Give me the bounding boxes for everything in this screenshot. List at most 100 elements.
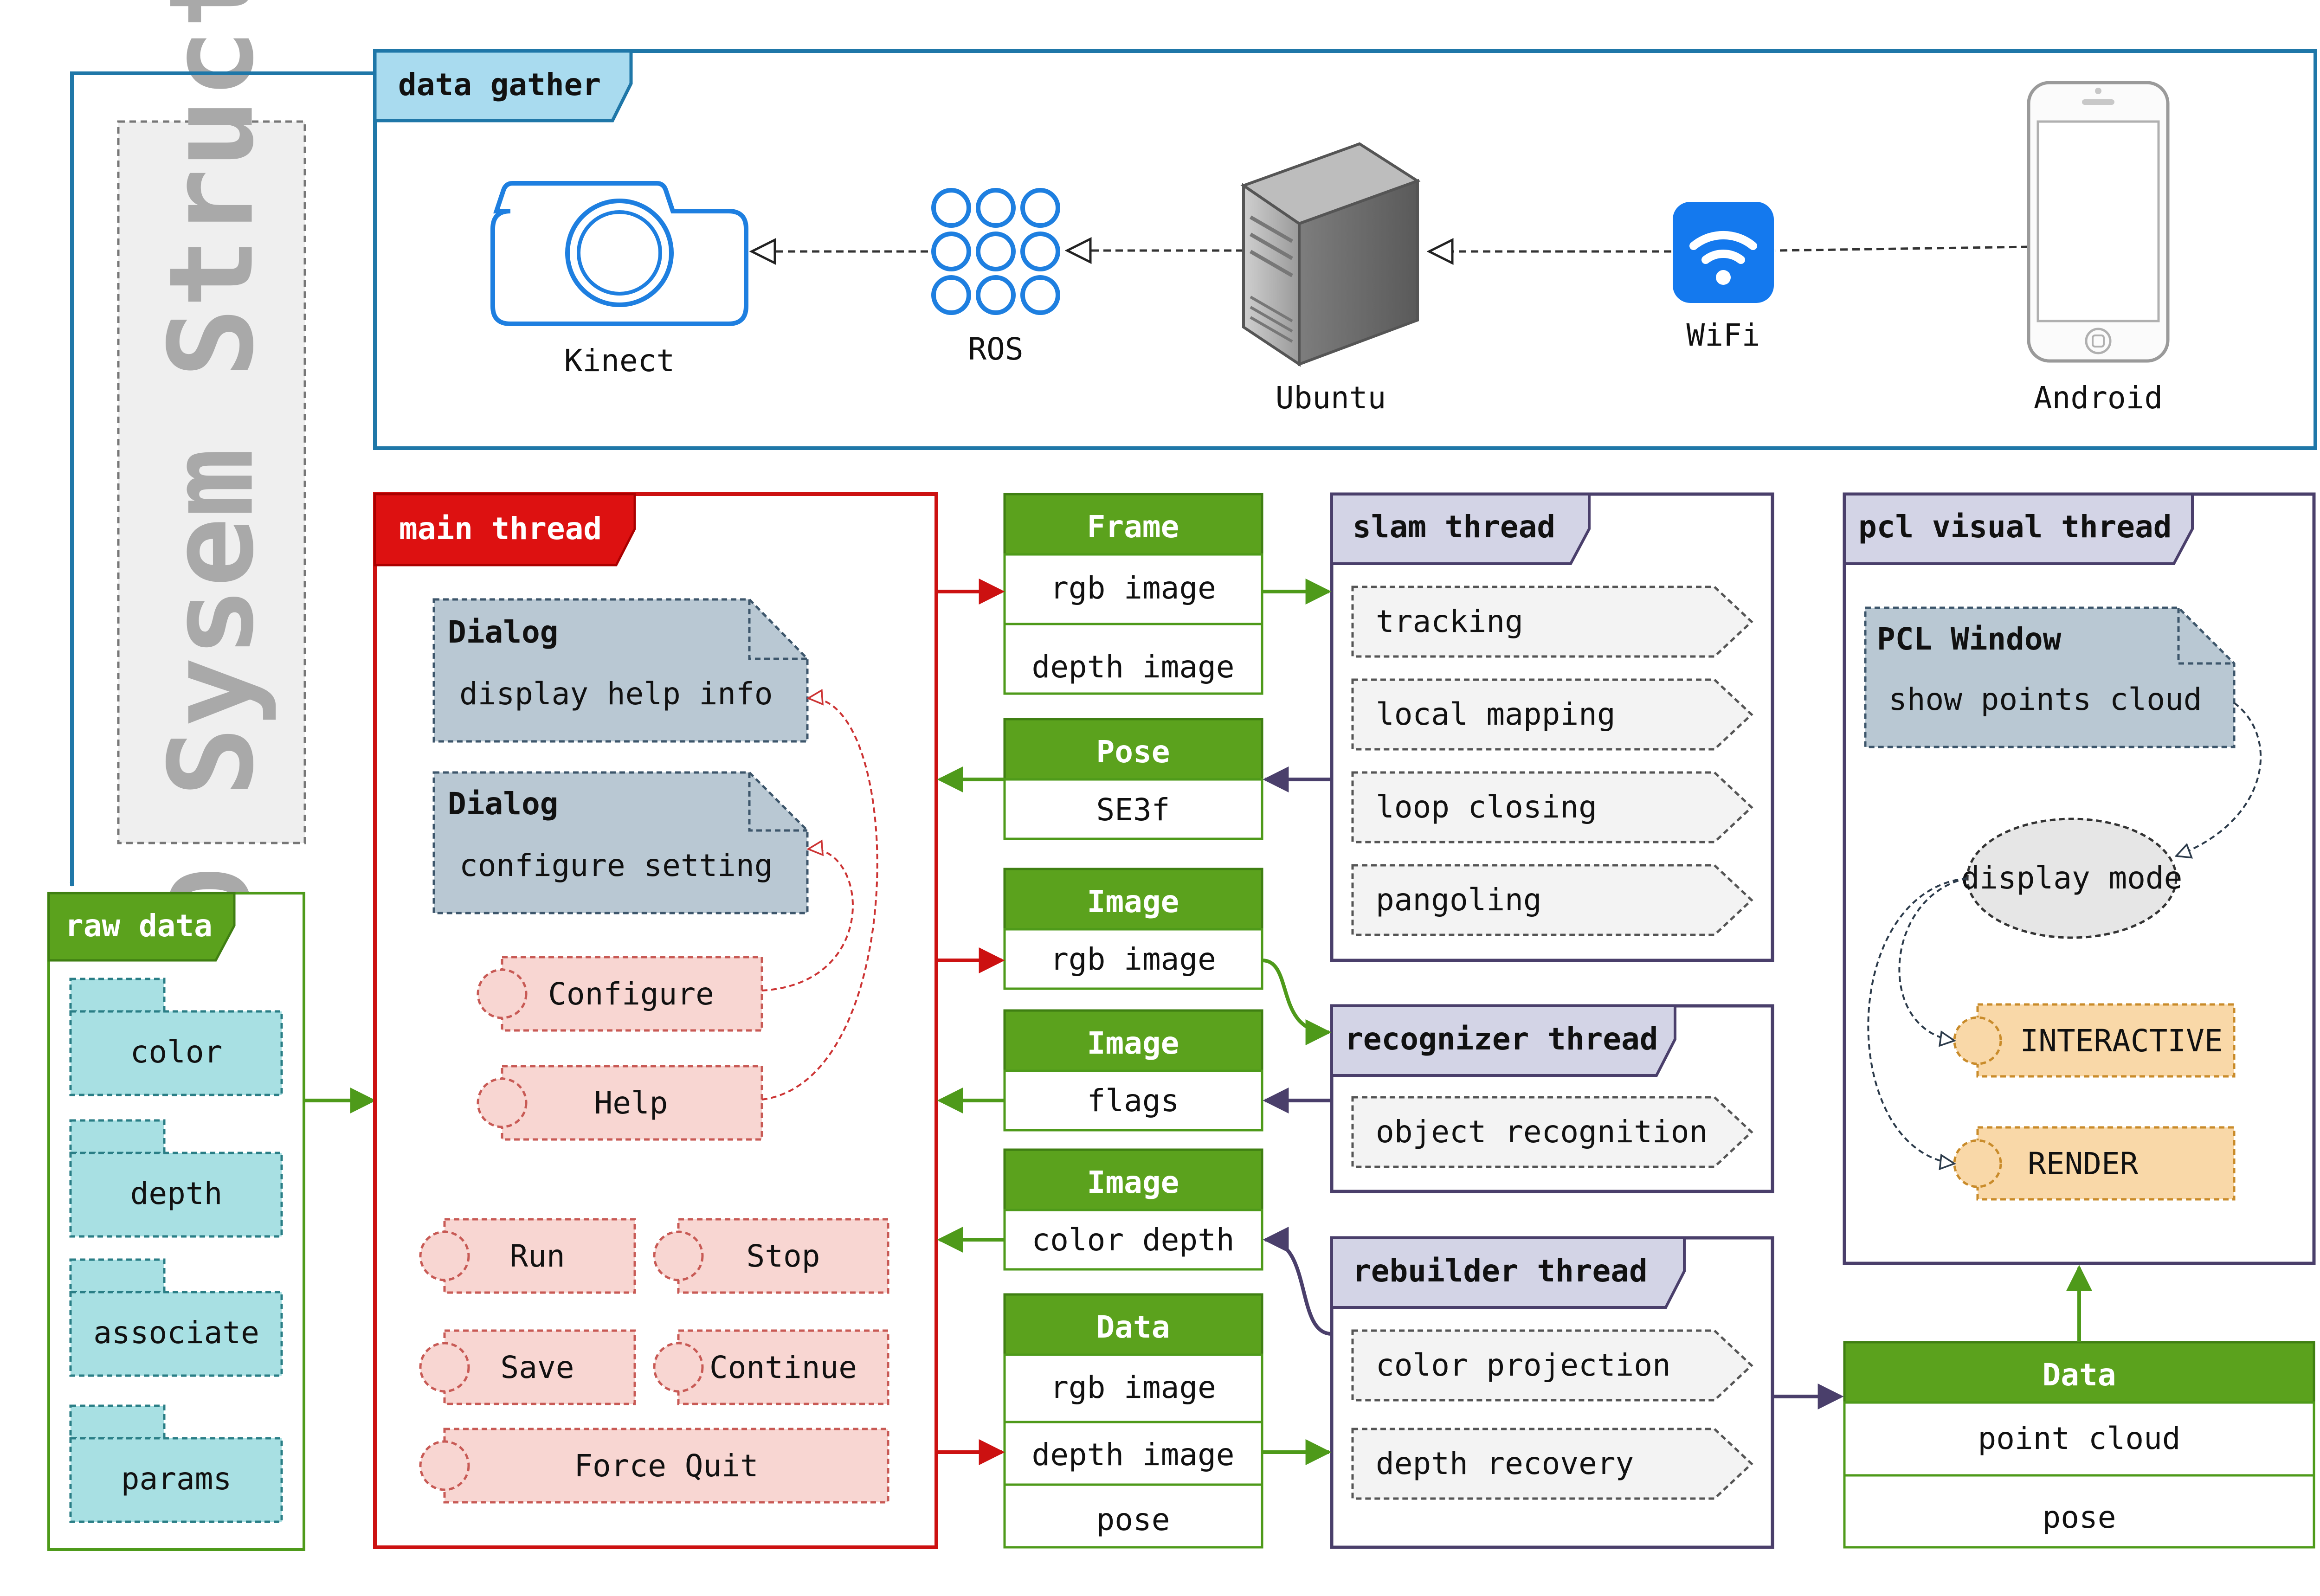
main-thread-label: main thread [399, 511, 602, 547]
message-image-rgb: Image rgb image [1003, 868, 1263, 990]
dialog-text: configure setting [459, 848, 773, 883]
pcl-window-text: show points cloud [1888, 682, 2202, 717]
phone-icon [2027, 81, 2170, 363]
message-header: Pose [1096, 734, 1170, 770]
task-loop-closing: loop closing [1351, 771, 1753, 843]
button-label: Stop [747, 1238, 820, 1274]
slam-thread-group: slam thread tracking local mapping loop … [1330, 492, 1774, 962]
task-pangoling: pangoling [1351, 864, 1753, 936]
button-label: Save [501, 1350, 574, 1385]
data-gather-label: data gather [398, 67, 601, 103]
raw-item-associate: associate [69, 1258, 283, 1377]
title-frame [117, 120, 306, 844]
rebuilder-thread-tab [1330, 1236, 1686, 1309]
output-data-group: Data point cloud pose [1843, 1341, 2315, 1549]
raw-item-label: associate [93, 1315, 259, 1351]
main-thread-group: main thread Dialog display help info Dia… [373, 492, 938, 1549]
data-gather-tab [373, 49, 633, 122]
rebuilder-thread-label: rebuilder thread [1353, 1253, 1648, 1289]
pcl-window-title: PCL Window [1877, 621, 2062, 657]
button-label: Configure [548, 976, 714, 1012]
arrow-rebuilder-to-colordepth [1263, 1227, 1332, 1336]
link-mode-to-render [1867, 877, 1968, 1164]
arrow-image-to-recognizer [1262, 959, 1332, 1045]
message-row: pose [1096, 1502, 1170, 1538]
message-pose: Pose SE3f [1003, 718, 1263, 840]
run-button[interactable]: Run [419, 1218, 636, 1294]
camera-icon [490, 181, 748, 326]
force-quit-button[interactable]: Force Quit [419, 1428, 889, 1504]
mode-render[interactable]: RENDER [1953, 1126, 2236, 1201]
ros-label: ROS [968, 331, 1023, 367]
task-object-recognition: object recognition [1351, 1096, 1753, 1168]
raw-item-label: params [121, 1461, 232, 1497]
task-depth-recovery: depth recovery [1351, 1428, 1753, 1500]
main-thread-tab [374, 493, 636, 566]
message-image-flags: Image flags [1003, 1009, 1263, 1132]
raw-item-params: params [69, 1404, 283, 1523]
recognizer-thread-label: recognizer thread [1345, 1021, 1658, 1057]
raw-data-label: raw data [65, 908, 213, 944]
task-color-projection: color projection [1351, 1329, 1753, 1402]
link-android-wifi [1774, 245, 2029, 252]
dialog-configure-setting: Dialog configure setting [432, 771, 809, 914]
message-row: color depth [1031, 1222, 1234, 1258]
android-label: Android [2034, 380, 2163, 416]
message-header: Image [1087, 884, 1179, 920]
output-data-header: Data [2043, 1357, 2116, 1393]
wifi-icon [1673, 202, 1774, 303]
message-image-color-depth: Image color depth [1003, 1148, 1263, 1271]
configure-button[interactable]: Configure [477, 956, 763, 1032]
recognizer-thread-tab [1330, 1004, 1676, 1077]
mode-label: INTERACTIVE [2020, 1023, 2223, 1059]
slam-thread-label: slam thread [1353, 509, 1555, 545]
button-label: Force Quit [574, 1448, 758, 1484]
message-row: rgb image [1050, 941, 1216, 977]
stop-button[interactable]: Stop [653, 1218, 889, 1294]
ros-icon [931, 188, 1060, 315]
message-row: depth image [1031, 649, 1234, 685]
message-row: depth image [1031, 1437, 1234, 1473]
raw-item-color: color [69, 978, 283, 1096]
message-header: Image [1087, 1165, 1179, 1200]
message-header: Data [1096, 1309, 1170, 1345]
task-label: pangoling [1376, 882, 1542, 918]
dialog-help-info: Dialog display help info [432, 598, 809, 743]
button-label: Continue [709, 1350, 857, 1385]
message-header: Frame [1087, 509, 1179, 545]
kinect-label: Kinect [564, 343, 675, 379]
message-header: Image [1087, 1025, 1179, 1061]
raw-item-label: color [130, 1034, 223, 1070]
arrow-gather-to-raw [70, 71, 375, 887]
display-mode-label: display mode [1961, 860, 2183, 896]
ubuntu-label: Ubuntu [1276, 380, 1386, 416]
mode-interactive[interactable]: INTERACTIVE [1953, 1003, 2236, 1078]
data-gather-group: data gather Kinect ROS [373, 49, 2317, 450]
message-data: Data rgb image depth image pose [1003, 1293, 1263, 1549]
mode-label: RENDER [2028, 1146, 2139, 1182]
pcl-visual-thread-group: pcl visual thread PCL Window show points… [1843, 492, 2316, 1265]
dialog-text: display help info [459, 676, 773, 712]
raw-data-tab [47, 892, 236, 962]
task-label: tracking [1376, 604, 1523, 639]
message-row: SE3f [1096, 792, 1170, 828]
pcl-window: PCL Window show points cloud [1864, 606, 2236, 748]
task-label: depth recovery [1376, 1446, 1634, 1481]
task-label: color projection [1376, 1347, 1671, 1383]
pcl-visual-thread-tab [1843, 493, 2194, 565]
dialog-title: Dialog [448, 786, 558, 822]
display-mode-node: display mode [1961, 817, 2183, 939]
raw-item-label: depth [130, 1176, 223, 1211]
save-button[interactable]: Save [419, 1329, 636, 1405]
slam-thread-tab [1330, 493, 1591, 565]
output-data-row: pose [2043, 1499, 2116, 1535]
data-gather-frame [373, 49, 2317, 450]
wifi-label: WiFi [1687, 317, 1760, 353]
task-label: loop closing [1376, 789, 1597, 825]
continue-button[interactable]: Continue [653, 1329, 889, 1405]
link-mode-to-interactive [1898, 877, 1968, 1041]
pcl-visual-thread-label: pcl visual thread [1858, 509, 2172, 545]
help-button[interactable]: Help [477, 1065, 763, 1141]
rebuilder-thread-group: rebuilder thread color projection depth … [1330, 1236, 1774, 1549]
